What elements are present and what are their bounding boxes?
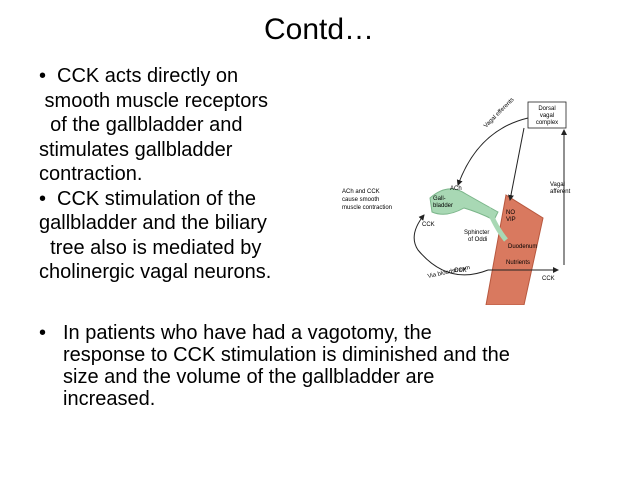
duodenum-shape (485, 194, 544, 305)
gallbladder-label-2: bladder (433, 203, 453, 209)
cck-bottom-label: CCK (454, 268, 467, 274)
bullet-2-line-2: gallbladder and the biliary (39, 212, 267, 234)
bullet-3: • In patients who have had a vagotomy, th… (39, 322, 609, 410)
bullet-3-line-1: In patients who have had a vagotomy, the (63, 322, 432, 344)
bullet-list-upper: •CCK acts directly on smooth muscle rece… (39, 64, 339, 285)
nutrients-label: Nutrients (506, 260, 530, 266)
bloodstream-loop (413, 214, 489, 276)
vagal-afferent-label-2: afferent (550, 189, 571, 195)
ach-cck-label-2: cause smooth (342, 197, 379, 203)
bullet-2-line-3: tree also is mediated by (39, 236, 262, 259)
bile-duct (485, 207, 508, 242)
cck-left-label: CCK (422, 222, 435, 228)
bullet-1-line-4: stimulates gallbladder (39, 138, 233, 161)
bullet-3-line-2: response to CCK stimulation is diminishe… (63, 344, 510, 366)
vip-label: VIP (506, 217, 516, 223)
bullet-marker: • (39, 322, 47, 344)
bullet-marker: • (39, 187, 47, 210)
dorsal-vagal-box (527, 101, 567, 129)
vagal-efferent-line (456, 117, 529, 186)
vagal-efferents-label: Vagal efferents (483, 97, 515, 129)
duodenum-label: Duodenum (508, 244, 537, 250)
gallbladder-label-1: Gall- (433, 196, 446, 202)
ach-label: ACh (450, 186, 462, 192)
no-label: NO (506, 210, 515, 216)
bullet-2-line-4: cholinergic vagal neurons. (39, 261, 272, 283)
dorsal-label-1: Dorsal (538, 106, 555, 112)
bullet-3-line-3: size and the volume of the gallbladder a… (63, 366, 435, 388)
vagal-afferent-label-1: Vagal (550, 182, 565, 188)
bullet-2-line-1: •CCK stimulation of the (39, 187, 256, 210)
slide-title: Contd… (263, 13, 375, 46)
sphincter-label-1: Sphincter (464, 230, 489, 236)
cck-pathway-diagram: Dorsal vagal complex Vagal efferents Vag… (342, 97, 571, 305)
ach-cck-label-1: ACh and CCK (342, 189, 380, 195)
bullet-1-line-5: contraction. (39, 163, 143, 185)
bullet-marker: • (39, 65, 47, 87)
bullet-3-line-4: increased. (63, 388, 156, 410)
ach-cck-label-3: muscle contraction (342, 205, 392, 211)
no-pathway-line (508, 127, 525, 201)
bullet-1-line-1: •CCK acts directly on (39, 65, 239, 87)
dorsal-label-3: complex (536, 120, 558, 126)
bullet-1-line-3: of the gallbladder and (39, 114, 243, 136)
dorsal-label-2: vagal (540, 113, 554, 119)
bullet-1-line-2: smooth muscle receptors (39, 89, 268, 112)
cck-right-label: CCK (542, 276, 555, 282)
sphincter-label-2: of Oddi (468, 237, 487, 243)
